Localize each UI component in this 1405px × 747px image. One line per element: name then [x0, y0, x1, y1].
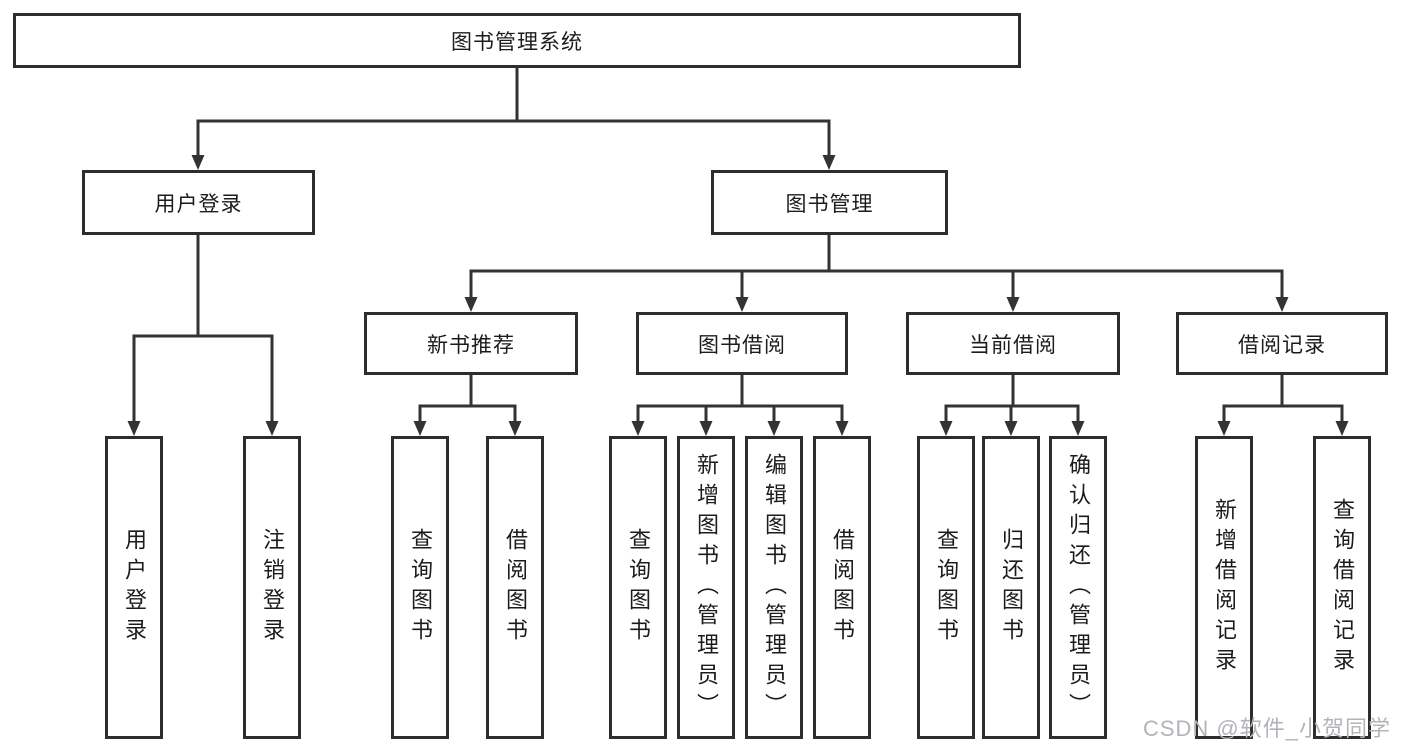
leaf-query-books-recommend: 查询图书 [391, 436, 449, 739]
csdn-watermark: CSDN @软件_小贺同学 [1142, 716, 1391, 741]
leaf-add-borrow-record: 新增借阅记录 [1195, 436, 1253, 739]
leaf-query-borrow-record-label: 查询借阅记录 [1330, 497, 1355, 678]
leaf-query-books-current-label: 查询图书 [934, 527, 959, 648]
node-book-borrowing: 图书借阅 [636, 312, 848, 375]
leaf-borrow-books-borrowing-label: 借阅图书 [830, 527, 855, 648]
leaf-logout: 注销登录 [243, 436, 301, 739]
leaf-add-book-admin: 新增图书（管理员） [677, 436, 735, 739]
leaf-confirm-return-admin: 确认归还（管理员） [1049, 436, 1107, 739]
leaf-edit-book-admin: 编辑图书（管理员） [745, 436, 803, 739]
leaf-borrow-books-borrowing: 借阅图书 [813, 436, 871, 739]
node-book-management: 图书管理 [711, 170, 948, 235]
node-borrowing-records-label: 借阅记录 [1238, 333, 1326, 357]
leaf-query-borrow-record: 查询借阅记录 [1313, 436, 1371, 739]
node-book-management-label: 图书管理 [785, 192, 874, 216]
leaf-add-book-admin-label: 新增图书（管理员） [694, 452, 719, 723]
leaf-edit-book-admin-label: 编辑图书（管理员） [762, 452, 787, 723]
leaf-query-books-current: 查询图书 [917, 436, 975, 739]
node-user-login-label: 用户登录 [154, 192, 243, 216]
leaf-logout-label: 注销登录 [260, 527, 285, 648]
leaf-return-book-label: 归还图书 [999, 527, 1024, 648]
node-book-borrowing-label: 图书借阅 [698, 333, 786, 357]
node-borrowing-records: 借阅记录 [1176, 312, 1388, 375]
leaf-borrow-books-recommend: 借阅图书 [486, 436, 544, 739]
node-current-borrowing: 当前借阅 [906, 312, 1120, 375]
leaf-return-book: 归还图书 [982, 436, 1040, 739]
node-root-system-label: 图书管理系统 [451, 30, 583, 54]
node-current-borrowing-label: 当前借阅 [969, 333, 1057, 357]
node-user-login: 用户登录 [82, 170, 315, 235]
leaf-user-login: 用户登录 [105, 436, 163, 739]
leaf-add-borrow-record-label: 新增借阅记录 [1212, 497, 1237, 678]
leaf-query-books-borrowing-label: 查询图书 [626, 527, 651, 648]
node-root-system: 图书管理系统 [13, 13, 1021, 68]
node-new-book-recommend: 新书推荐 [364, 312, 578, 375]
leaf-user-login-label: 用户登录 [122, 527, 147, 648]
leaf-confirm-return-admin-label: 确认归还（管理员） [1066, 452, 1091, 723]
node-new-book-recommend-label: 新书推荐 [427, 333, 515, 357]
leaf-borrow-books-recommend-label: 借阅图书 [503, 527, 528, 648]
leaf-query-books-recommend-label: 查询图书 [408, 527, 433, 648]
leaf-query-books-borrowing: 查询图书 [609, 436, 667, 739]
